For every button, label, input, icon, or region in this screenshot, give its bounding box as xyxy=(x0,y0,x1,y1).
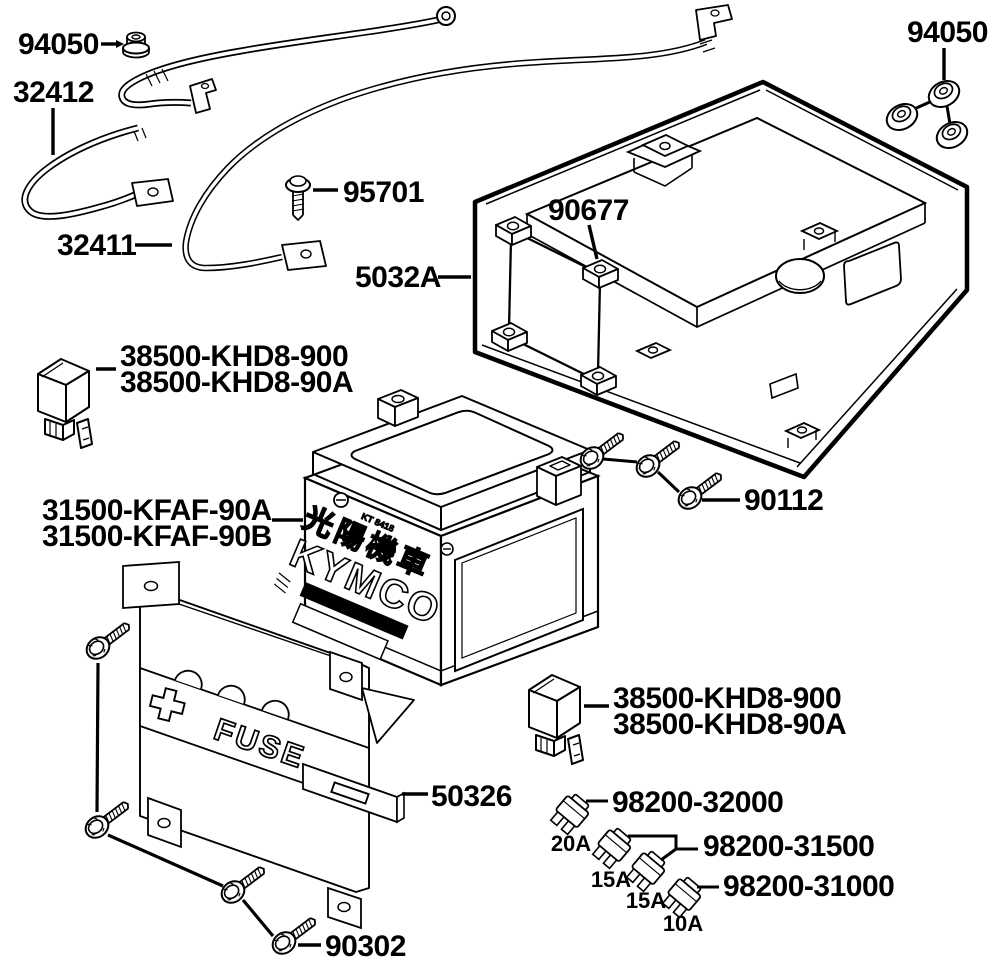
battery-terminal-positive xyxy=(536,456,582,506)
label-98200-31500: 98200-31500 xyxy=(703,830,874,863)
label-90112: 90112 xyxy=(744,484,823,517)
label-relay-top-1: 38500-KHD8-900 xyxy=(120,340,348,373)
label-90302: 90302 xyxy=(325,930,406,963)
label-94050-top-left: 94050 xyxy=(18,28,99,61)
bracket-terminal xyxy=(189,78,217,114)
plus-marking xyxy=(148,687,186,723)
flange-nut-94050-left xyxy=(122,31,150,59)
label-32411: 32411 xyxy=(57,229,136,262)
label-50326: 50326 xyxy=(431,780,512,813)
bolts-90112 xyxy=(575,425,728,515)
bracket-terminal xyxy=(695,4,733,41)
battery-side-panel xyxy=(454,507,584,673)
label-32412: 32412 xyxy=(13,76,94,109)
cable-32411 xyxy=(182,4,733,272)
battery-terminal-negative xyxy=(377,389,419,427)
label-battery-2: 31500-KFAF-90B xyxy=(42,520,272,553)
label-15a-2: 15A xyxy=(626,888,666,913)
label-10a: 10A xyxy=(663,911,703,936)
label-battery-1: 31500-KFAF-90A xyxy=(42,494,272,527)
fuse-20a xyxy=(547,789,594,838)
battery-box-5032a xyxy=(472,79,970,480)
box-hole xyxy=(775,258,825,294)
label-relay-top-2: 38500-KHD8-90A xyxy=(120,366,353,399)
amp-labels: 20A 15A 15A 10A xyxy=(551,831,703,936)
clip-nuts-90677 xyxy=(491,216,619,396)
battery-model-bar xyxy=(299,581,409,640)
label-relay-bottom-1: 38500-KHD8-900 xyxy=(613,682,841,715)
bracket-wedge xyxy=(361,687,415,744)
box-slot xyxy=(843,241,902,306)
label-5032a: 5032A xyxy=(355,261,441,294)
label-98200-31000: 98200-31000 xyxy=(723,870,894,903)
flange-nuts-94050-right xyxy=(881,74,973,155)
bracket-tabs xyxy=(122,561,363,930)
label-94050-top-right: 94050 xyxy=(907,16,988,49)
battery-label-panel xyxy=(291,602,389,661)
bracket-fuse-band: FUSE xyxy=(139,666,405,824)
relay-top xyxy=(37,358,93,449)
label-relay-bottom-2: 38500-KHD8-90A xyxy=(613,708,846,741)
label-20a: 20A xyxy=(551,831,591,856)
fuse-bracket-50326: FUSE xyxy=(122,561,415,930)
label-95701: 95701 xyxy=(343,176,424,209)
minus-marking xyxy=(330,781,370,805)
bolts-90302 xyxy=(80,615,322,960)
box-top-flange xyxy=(625,134,703,187)
label-90677: 90677 xyxy=(548,194,629,227)
label-15a-1: 15A xyxy=(591,867,631,892)
battery-lid-recess xyxy=(350,409,554,496)
label-98200-32000: 98200-32000 xyxy=(612,786,783,819)
battery-31500: KT 8418 光陽機車 KYMCO xyxy=(273,389,601,687)
relay-bottom xyxy=(528,674,584,765)
box-tabs xyxy=(634,222,840,448)
leader-lines xyxy=(51,40,946,947)
fuse-15a-1 xyxy=(589,823,636,872)
part-labels: 94050 32412 32411 95701 5032A 90677 9405… xyxy=(13,16,988,963)
cable-32412 xyxy=(21,6,456,220)
bolt-95701 xyxy=(285,175,311,222)
